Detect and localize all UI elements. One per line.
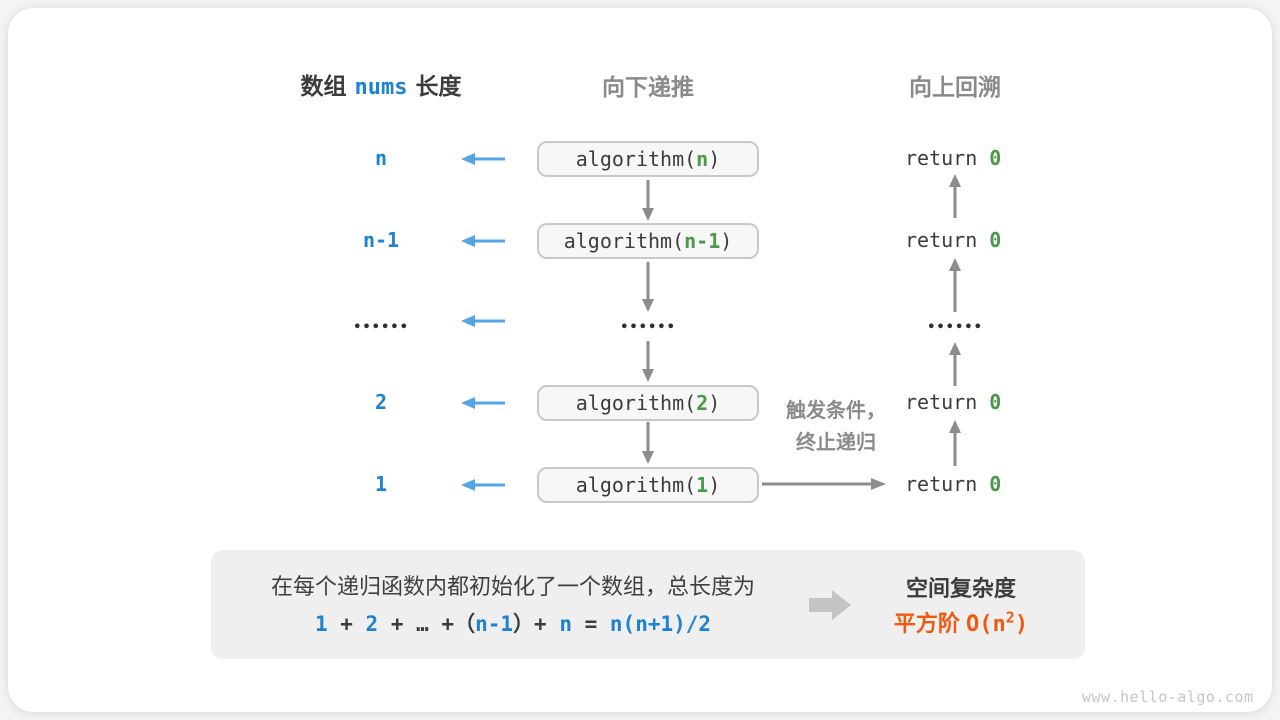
- up-arrow-icon: [949, 258, 961, 312]
- result-prefix: 平方阶: [893, 611, 967, 636]
- return-text: return: [905, 390, 990, 414]
- big-o-open: O(n: [966, 612, 1006, 637]
- formula-token: ）: [513, 612, 535, 636]
- result-complexity: 平方阶 O(n2): [866, 606, 1056, 638]
- return-statement: return 0: [905, 390, 1001, 414]
- formula-token: n: [559, 612, 572, 636]
- call-text: ): [708, 147, 721, 171]
- return-text: return: [905, 472, 990, 496]
- base-case-arrow-icon: [762, 478, 886, 490]
- left-arrow-icon: [461, 397, 505, 409]
- array-label-prefix: 数组: [300, 73, 347, 99]
- result-arrow-icon: [809, 590, 851, 620]
- call-param: n: [696, 147, 709, 171]
- up-arrow-icon: [949, 420, 961, 466]
- call-box-algorithm-1: algorithm(1): [537, 467, 759, 503]
- call-param: 2: [696, 391, 709, 415]
- big-o-close: ): [1014, 612, 1029, 637]
- formula-token: +: [378, 612, 417, 636]
- formula-token: +: [428, 612, 455, 636]
- up-arrow-icon: [949, 342, 961, 386]
- down-arrow-icon: [642, 180, 654, 221]
- trigger-condition-line1: 触发条件，: [786, 400, 886, 422]
- left-arrow-icon: [461, 235, 505, 247]
- array-code-nums: nums: [354, 75, 408, 100]
- call-text: algorithm(: [575, 473, 697, 497]
- column-header-array-length: 数组 nums 长度: [276, 67, 486, 101]
- return-value: 0: [989, 472, 1002, 496]
- formula-token: （: [454, 612, 476, 636]
- call-text: algorithm(: [575, 391, 697, 415]
- call-text: ): [720, 229, 733, 253]
- size-label-1: 1: [374, 472, 388, 496]
- formula-token: +: [327, 612, 366, 636]
- summary-text: 在每个递归函数内都初始化了一个数组，总长度为: [270, 574, 755, 599]
- formula-token: +: [534, 612, 560, 636]
- return-statement: return 0: [905, 228, 1001, 252]
- down-arrow-icon: [642, 422, 654, 464]
- left-arrow-icon: [461, 315, 505, 327]
- formula-token: =: [571, 612, 610, 636]
- summary-panel: 在每个递归函数内都初始化了一个数组，总长度为 1 + 2 + … +（n-1）+…: [211, 550, 1085, 659]
- size-label-ellipsis: ••••••: [353, 320, 409, 335]
- left-arrow-icon: [461, 153, 505, 165]
- call-param: n-1: [684, 229, 721, 253]
- return-statement: return 0: [905, 146, 1001, 170]
- call-param: 1: [696, 473, 709, 497]
- return-value: 0: [989, 390, 1002, 414]
- size-label-n: n: [374, 146, 388, 170]
- array-label-suffix: 长度: [415, 73, 462, 99]
- call-ellipsis: ••••••: [620, 320, 676, 335]
- left-arrow-icon: [461, 479, 505, 491]
- call-box-algorithm-n: algorithm(n): [537, 141, 759, 177]
- return-text: return: [905, 146, 990, 170]
- result-title: 空间复杂度: [905, 576, 1016, 601]
- call-text: algorithm(: [563, 229, 685, 253]
- size-label-2: 2: [374, 390, 388, 414]
- formula-token: …: [416, 612, 429, 636]
- formula-token: n(n+1)/2: [609, 612, 712, 636]
- column-header-recurse-down: 向下递推: [602, 74, 694, 100]
- trigger-condition-line2: 终止递归: [796, 432, 876, 454]
- watermark: www.hello-algo.com: [1082, 688, 1254, 706]
- down-arrow-icon: [642, 262, 654, 312]
- return-statement: return 0: [905, 472, 1001, 496]
- return-ellipsis: ••••••: [927, 320, 983, 335]
- call-box-algorithm-n1: algorithm(n-1): [537, 223, 759, 259]
- call-text: ): [708, 391, 721, 415]
- formula-token: n-1: [475, 612, 514, 636]
- formula-token: 2: [365, 612, 379, 636]
- call-text: ): [708, 473, 721, 497]
- return-value: 0: [989, 146, 1002, 170]
- figure-card: 数组 nums 长度 向下递推 向上回溯 n n-1 •••••• 2 1 al…: [8, 8, 1272, 712]
- call-text: algorithm(: [575, 147, 697, 171]
- return-value: 0: [989, 228, 1002, 252]
- formula-token: 1: [314, 612, 328, 636]
- call-box-algorithm-2: algorithm(2): [537, 385, 759, 421]
- up-arrow-icon: [949, 174, 961, 218]
- summary-formula: 1 + 2 + … +（n-1）+ n = n(n+1)/2: [239, 608, 787, 638]
- down-arrow-icon: [642, 341, 654, 382]
- size-label-n1: n-1: [362, 228, 400, 252]
- column-header-backtrack-up: 向上回溯: [909, 74, 1001, 100]
- return-text: return: [905, 228, 990, 252]
- big-o-exponent: 2: [1005, 608, 1015, 627]
